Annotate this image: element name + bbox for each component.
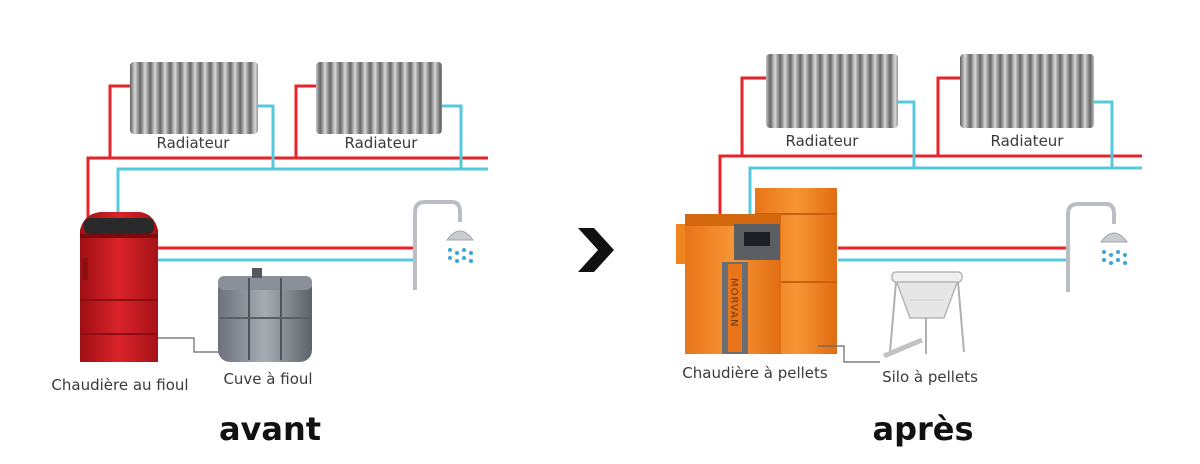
boiler-brand: MORVAN <box>728 278 739 327</box>
pellet-feed-line <box>818 345 880 363</box>
shower-icon <box>1066 202 1128 292</box>
radiator-1 <box>766 54 898 128</box>
oil-tank <box>218 268 312 362</box>
boiler-label: Chaudière à pellets <box>682 364 828 382</box>
radiator-2 <box>316 62 442 134</box>
radiator-2 <box>960 54 1094 128</box>
shower-icon <box>413 200 474 290</box>
hot-water-pipes <box>86 84 488 250</box>
before-caption: avant <box>219 410 321 448</box>
radiator-2-label: Radiateur <box>991 132 1065 150</box>
radiator-1-label: Radiateur <box>786 132 860 150</box>
cold-water-pipes <box>116 104 488 262</box>
after-diagram: MORVAN Radiateur Radiateur Chaudière à p… <box>676 54 1142 448</box>
cold-water-pipes <box>748 100 1142 262</box>
silo-label: Silo à pellets <box>882 368 978 386</box>
pellet-silo <box>883 271 965 359</box>
radiator-1 <box>130 62 258 134</box>
boiler-label: Chaudière au fioul <box>51 376 188 394</box>
chevron-right-icon <box>578 228 614 272</box>
radiator-2-label: Radiateur <box>345 134 419 152</box>
fuel-line <box>158 337 222 353</box>
tank-label: Cuve à fioul <box>223 370 312 388</box>
hot-water-pipes <box>718 76 1142 250</box>
radiator-1-label: Radiateur <box>157 134 231 152</box>
oil-boiler <box>80 212 158 362</box>
before-diagram: Radiateur Radiateur Chaudière au fioul C… <box>51 62 488 448</box>
pellet-boiler: MORVAN <box>676 188 837 354</box>
after-caption: après <box>872 410 973 448</box>
